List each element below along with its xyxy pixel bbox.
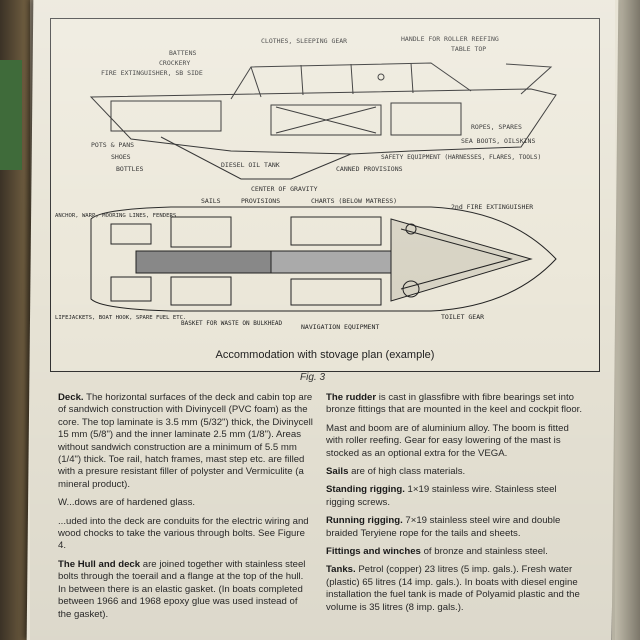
accommodation-drawing: BATTENS CROCKERY FIRE EXTINGUISHER, SB S… <box>55 35 557 331</box>
text-hull: are joined together with stainless steel… <box>58 558 306 620</box>
label-table-top: TABLE TOP <box>451 45 486 53</box>
label-clothes: CLOTHES, SLEEPING GEAR <box>261 37 347 45</box>
text-standing-rigging: 1×19 stainless wire. Stainless steel rig… <box>326 484 557 508</box>
paragraph-hull: The Hull and deck are joined together wi… <box>58 559 313 621</box>
paragraph-conduits: ...uded into the deck are conduits for t… <box>58 516 313 553</box>
label-canned: CANNED PROVISIONS <box>336 165 403 173</box>
text-sails: are of high class materials. <box>351 466 466 478</box>
heading-sails: Sails <box>326 466 349 478</box>
label-pots: POTS & PANS <box>91 141 134 149</box>
heading-hull: The Hull and deck <box>58 558 141 570</box>
figure-caption: Accommodation with stovage plan (example… <box>215 349 435 361</box>
heading-standing-rigging: Standing rigging. <box>326 484 405 496</box>
text-running-rigging: 7×19 stainless steel wire and double bra… <box>326 515 561 539</box>
label-navigation: NAVIGATION EQUIPMENT <box>301 323 379 331</box>
text-windows: W...dows are of hardened glass. <box>58 497 196 509</box>
label-ropes: ROPES, SPARES <box>471 123 522 131</box>
label-crockery: CROCKERY <box>159 59 190 67</box>
paragraph-fittings: Fittings and winches of bronze and stain… <box>326 546 586 558</box>
figure-frame: BATTENS CROCKERY FIRE EXTINGUISHER, SB S… <box>50 18 600 372</box>
heading-tanks: Tanks. <box>326 564 356 576</box>
paragraph-standing-rigging: Standing rigging. 1×19 stainless wire. S… <box>326 484 586 509</box>
label-toilet: TOILET GEAR <box>441 313 484 321</box>
paragraph-windows: W...dows are of hardened glass. <box>58 497 313 509</box>
text-rudder: is cast in glassfibre with fibre bearing… <box>326 392 582 416</box>
heading-fittings: Fittings and winches <box>326 546 421 558</box>
heading-running-rigging: Running rigging. <box>326 515 403 527</box>
label-sails: SAILS <box>201 197 221 205</box>
paragraph-rudder: The rudder is cast in glassfibre with fi… <box>326 392 586 417</box>
paragraph-deck: Deck. The horizontal surfaces of the dec… <box>58 392 313 491</box>
figure-number: Fig. 3 <box>300 372 326 383</box>
text-column-right: The rudder is cast in glassfibre with fi… <box>326 392 586 620</box>
label-anchor: ANCHOR, WARP, MOORING LINES, FENDERS <box>55 213 176 219</box>
label-lifejackets: LIFEJACKETS, BOAT HOOK, SPARE FUEL ETC. <box>55 315 186 321</box>
paragraph-mast: Mast and boom are of aluminium alloy. Th… <box>326 423 586 460</box>
side-elevation <box>89 62 557 180</box>
text-deck: The horizontal surfaces of the deck and … <box>58 392 313 490</box>
label-fire2: 2nd FIRE EXTINGUISHER <box>451 203 533 211</box>
label-center-of-gravity: CENTER OF GRAVITY <box>251 185 318 193</box>
paragraph-running-rigging: Running rigging. 7×19 stainless steel wi… <box>326 515 586 540</box>
label-safety: SAFETY EQUIPMENT (HARNESSES, FLARES, TOO… <box>381 154 541 161</box>
label-shoes: SHOES <box>111 153 131 161</box>
text-mast: Mast and boom are of aluminium alloy. Th… <box>326 422 569 459</box>
label-bottles: BOTTLES <box>116 165 143 173</box>
heading-rudder: The rudder <box>326 392 377 403</box>
text-fittings: of bronze and stainless steel. <box>423 546 548 558</box>
background-book-edge <box>0 60 22 170</box>
label-battens: BATTENS <box>169 49 196 57</box>
label-boots: SEA BOOTS, OILSKINS <box>461 137 535 145</box>
text-conduits: ...uded into the deck are conduits for t… <box>58 515 309 552</box>
text-column-left: Deck. The horizontal surfaces of the dec… <box>58 392 313 627</box>
label-charts: CHARTS (BELOW MATRESS) <box>311 197 397 205</box>
plan-view <box>90 206 557 312</box>
label-fire-extinguisher: FIRE EXTINGUISHER, SB SIDE <box>101 69 203 77</box>
paragraph-tanks: Tanks. Petrol (copper) 23 litres (5 imp.… <box>326 564 586 614</box>
paragraph-sails: Sails are of high class materials. <box>326 466 586 478</box>
label-handle: HANDLE FOR ROLLER REEFING <box>401 35 499 43</box>
heading-deck: Deck. <box>58 392 84 403</box>
label-basket: BASKET FOR WASTE ON BULKHEAD <box>181 320 283 327</box>
label-diesel: DIESEL OIL TANK <box>221 161 280 169</box>
text-tanks: Petrol (copper) 23 litres (5 imp. gals.)… <box>326 564 580 613</box>
label-provisions: PROVISIONS <box>241 197 280 205</box>
